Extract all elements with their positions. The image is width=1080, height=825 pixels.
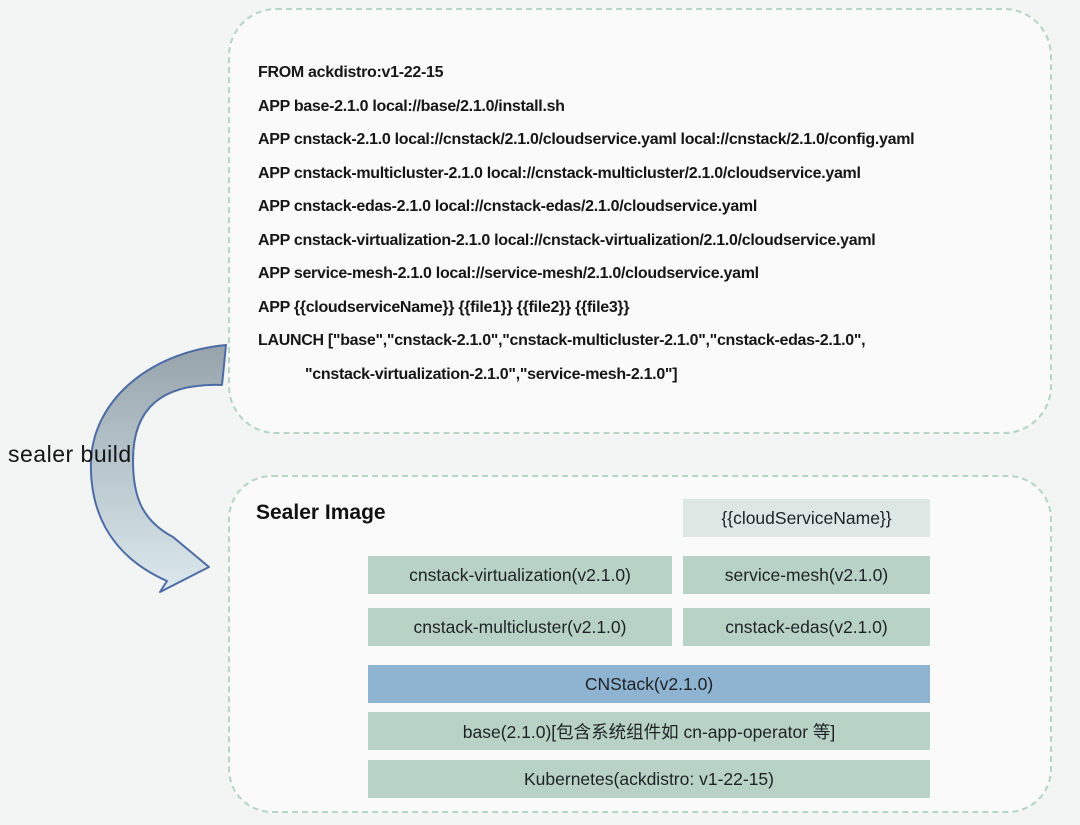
kubefile-line: LAUNCH ["base","cnstack-2.1.0","cnstack-… [258,332,866,349]
stack-box-service-mesh: service-mesh(v2.1.0) [683,556,930,594]
kubefile-code-block: FROM ackdistro:v1-22-15 APP base-2.1.0 l… [258,56,1040,391]
kubefile-line: APP service-mesh-2.1.0 local://service-m… [258,265,759,282]
arrow-label: sealer build [8,441,132,467]
stack-box-cnstack-multicluster: cnstack-multicluster(v2.1.0) [368,608,672,646]
stack-box-base: base(2.1.0)[包含系统组件如 cn-app-operator 等] [368,712,930,750]
kubefile-line: APP base-2.1.0 local://base/2.1.0/instal… [258,97,565,115]
kubefile-line: APP cnstack-edas-2.1.0 local://cnstack-e… [258,198,757,215]
stack-box-cnstack-virtualization: cnstack-virtualization(v2.1.0) [368,556,672,594]
stack-box-cnstack-edas: cnstack-edas(v2.1.0) [683,608,930,646]
panel-title: Sealer Image [256,501,386,524]
kubefile-line: "cnstack-virtualization-2.1.0","service-… [305,365,678,383]
kubefile-line: APP {{cloudserviceName}} {{file1}} {{fil… [258,298,630,316]
stack-box-cloudservicename: {{cloudServiceName}} [683,499,930,537]
kubefile-line: APP cnstack-2.1.0 local://cnstack/2.1.0/… [258,131,915,148]
stack-box-cnstack: CNStack(v2.1.0) [368,665,930,703]
sealer-image-panel: Sealer Image {{cloudServiceName}} cnstac… [228,475,1052,813]
kubefile-panel: FROM ackdistro:v1-22-15 APP base-2.1.0 l… [228,8,1052,434]
stack-box-kubernetes: Kubernetes(ackdistro: v1-22-15) [368,760,930,798]
kubefile-line: FROM ackdistro:v1-22-15 [258,64,444,81]
kubefile-line: APP cnstack-multicluster-2.1.0 local://c… [258,164,861,182]
kubefile-line: APP cnstack-virtualization-2.1.0 local:/… [258,231,876,249]
